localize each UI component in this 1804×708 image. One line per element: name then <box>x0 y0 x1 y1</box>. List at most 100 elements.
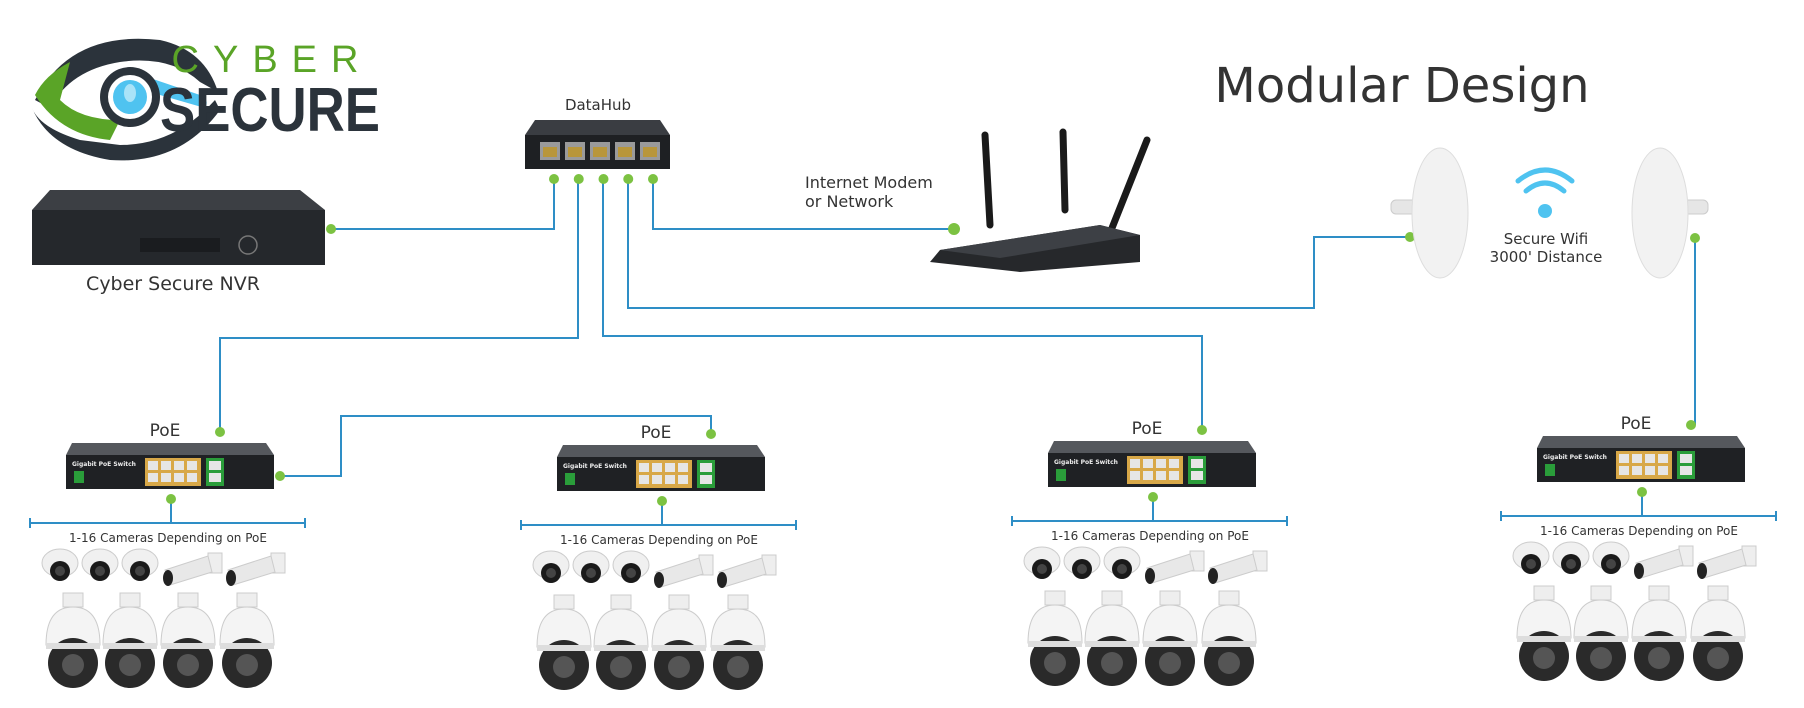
dome-camera-icon <box>1552 541 1590 574</box>
poe-port <box>1169 471 1179 480</box>
wifi-label-line1: Secure Wifi <box>1504 230 1588 248</box>
ptz-camera-icon <box>593 594 649 690</box>
poe-port <box>1143 471 1153 480</box>
switch-uplink-dot <box>215 427 225 437</box>
ptz-camera-icon <box>1631 585 1687 681</box>
ethernet-port-contacts <box>618 147 632 157</box>
port-dot <box>948 223 960 235</box>
datahub-switch: DataHub <box>525 96 670 184</box>
poe-group-4: PoE Gigabit PoE Switch 1-16 Cameras Depend… <box>1500 414 1777 681</box>
router-device: Internet Modem or Network <box>805 128 1151 272</box>
cameras-label: 1-16 Cameras Depending on PoE <box>560 533 758 547</box>
poe-port <box>1156 471 1166 480</box>
port-dot <box>1690 233 1700 243</box>
wire-hub-switch3 <box>602 179 1203 430</box>
bullet-camera-icon <box>654 554 714 588</box>
poe-switch: Gigabit PoE Switch <box>1048 441 1256 487</box>
poe-port <box>148 473 158 482</box>
poe-port <box>174 473 184 482</box>
poe-port <box>678 463 688 472</box>
poe-port <box>665 475 675 484</box>
poe-port <box>652 463 662 472</box>
logo-text-cyber: CYBER <box>172 39 373 81</box>
switch-uplink-dot <box>706 429 716 439</box>
switch-uplink-dot <box>1197 425 1207 435</box>
wire-hub-antenna <box>627 179 1410 309</box>
dome-camera-icon <box>1023 546 1061 579</box>
antenna-right <box>1631 147 1709 279</box>
switch-text: Gigabit PoE Switch <box>563 463 627 470</box>
camera-bracket <box>1011 516 1288 526</box>
bullet-camera-icon <box>163 552 223 586</box>
poe-port <box>1658 454 1668 463</box>
bullet-camera-icon <box>1208 550 1268 584</box>
ethernet-port-contacts <box>568 147 582 157</box>
dome-camera-icon <box>1063 546 1101 579</box>
camera-bracket <box>1500 511 1777 521</box>
ptz-camera-icon <box>651 594 707 690</box>
switch-downlink-dot <box>166 494 176 504</box>
page-title: Modular Design <box>1214 58 1589 114</box>
nvr-label: Cyber Secure NVR <box>86 273 260 295</box>
port-dot <box>275 471 285 481</box>
poe-port <box>1645 466 1655 475</box>
hub-port-dot <box>549 174 559 184</box>
antenna-left <box>1390 147 1469 279</box>
switch-text: Gigabit PoE Switch <box>72 461 136 468</box>
cyber-secure-logo: CYBER SECURE <box>32 38 380 161</box>
cameras-label: 1-16 Cameras Depending on PoE <box>1051 529 1249 543</box>
ptz-camera-icon <box>102 592 158 688</box>
datahub-label: DataHub <box>565 96 631 114</box>
dome-camera-icon <box>41 548 79 581</box>
poe-port <box>1632 454 1642 463</box>
dome-camera-icon <box>1103 546 1141 579</box>
switch-text: Gigabit PoE Switch <box>1543 454 1607 461</box>
poe-port <box>174 461 184 470</box>
poe-switch: Gigabit PoE Switch <box>557 445 765 491</box>
poe-port <box>1156 459 1166 468</box>
port-dot <box>326 224 336 234</box>
wifi-label-line2: 3000' Distance <box>1490 248 1603 266</box>
poe-label: PoE <box>1621 414 1652 434</box>
hub-port-dot <box>623 174 634 184</box>
dome-camera-icon <box>1592 541 1630 574</box>
port-dot <box>1405 232 1415 242</box>
bullet-camera-icon <box>717 554 777 588</box>
bullet-camera-icon <box>1145 550 1205 584</box>
switch-downlink-dot <box>1637 487 1647 497</box>
poe-port <box>1130 459 1140 468</box>
ptz-camera-icon <box>710 594 766 690</box>
dome-camera-icon <box>81 548 119 581</box>
poe-port <box>1645 454 1655 463</box>
dome-camera-icon <box>532 550 570 583</box>
wifi-icon <box>1515 167 1575 218</box>
ptz-camera-icon <box>1142 590 1198 686</box>
ethernet-port-contacts <box>543 147 557 157</box>
cameras-label: 1-16 Cameras Depending on PoE <box>69 531 267 545</box>
poe-port <box>1619 454 1629 463</box>
ptz-camera-icon <box>1084 590 1140 686</box>
logo-text-secure: SECURE <box>160 76 380 145</box>
router-label-line1: Internet Modem <box>805 173 933 192</box>
poe-port <box>1130 471 1140 480</box>
dome-camera-icon <box>612 550 650 583</box>
cameras-label: 1-16 Cameras Depending on PoE <box>1540 524 1738 538</box>
poe-switch: Gigabit PoE Switch <box>1537 436 1745 482</box>
hub-port-dot <box>598 174 609 184</box>
ptz-camera-icon <box>45 592 101 688</box>
ptz-camera-icon <box>1573 585 1629 681</box>
connection-wires <box>219 179 1700 481</box>
hub-port-dot <box>573 174 584 184</box>
ptz-camera-icon <box>1201 590 1257 686</box>
ptz-camera-icon <box>219 592 275 688</box>
bullet-camera-icon <box>1697 545 1757 579</box>
poe-port <box>148 461 158 470</box>
poe-port <box>1143 459 1153 468</box>
poe-label: PoE <box>150 421 181 441</box>
poe-port <box>1619 466 1629 475</box>
ethernet-port-contacts <box>593 147 607 157</box>
ptz-camera-icon <box>160 592 216 688</box>
ptz-camera-icon <box>536 594 592 690</box>
